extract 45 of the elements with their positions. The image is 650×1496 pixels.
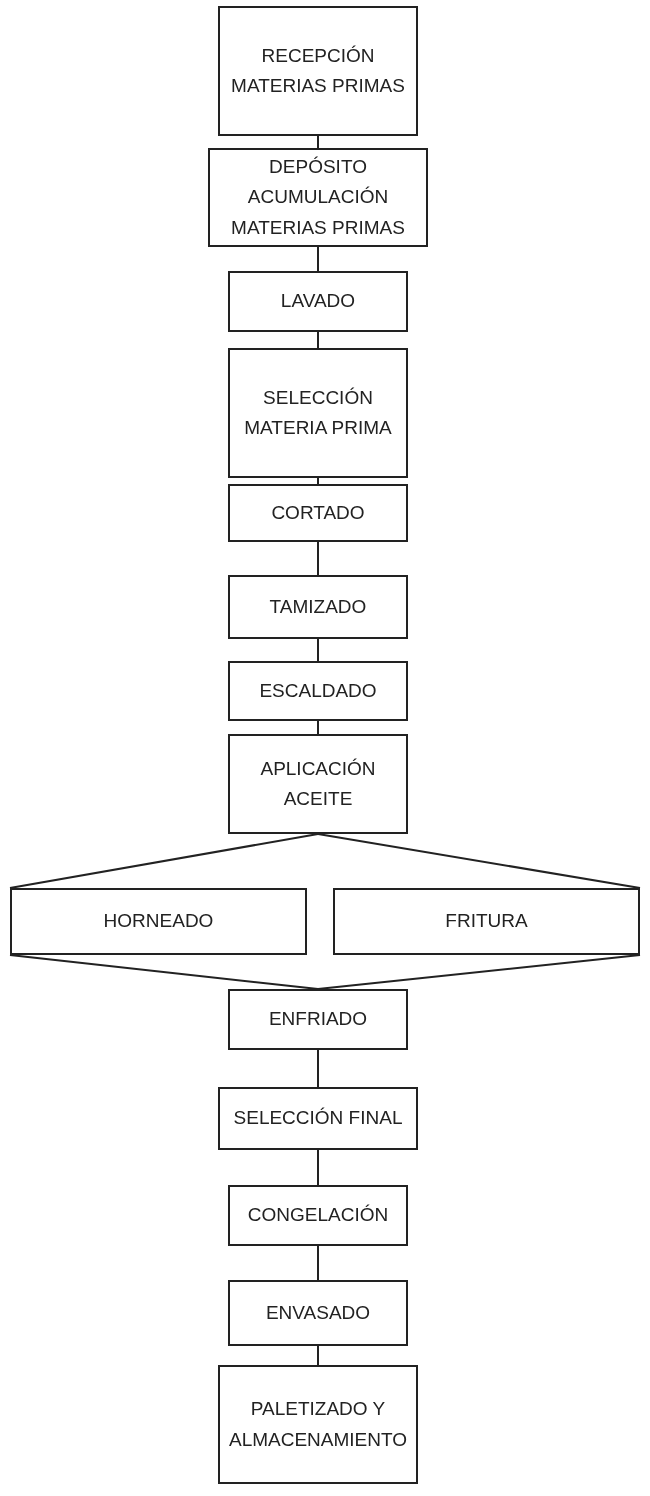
connector-line xyxy=(317,720,319,735)
process-box xyxy=(228,734,408,834)
step-label: HORNEADO xyxy=(103,909,214,934)
process-box xyxy=(228,989,408,1050)
connector-line xyxy=(317,833,641,889)
process-box xyxy=(228,348,408,478)
step-label: APLICACIÓN ACEITE xyxy=(259,756,377,811)
step-label: SELECCIÓN FINAL xyxy=(233,1106,403,1131)
connector-line xyxy=(317,1149,319,1186)
connector-line xyxy=(9,954,319,990)
connector-line xyxy=(9,833,319,889)
connector-line xyxy=(317,541,319,576)
connector-line xyxy=(317,1245,319,1281)
step-label: CONGELACIÓN xyxy=(247,1203,389,1228)
process-box xyxy=(228,484,408,542)
process-box xyxy=(218,1087,418,1150)
connector-line xyxy=(317,954,641,990)
step-label: LAVADO xyxy=(280,289,356,314)
step-label: ENVASADO xyxy=(265,1300,371,1325)
process-box xyxy=(333,888,640,955)
step-label: FRITURA xyxy=(445,909,528,934)
connector-line xyxy=(317,477,319,485)
step-label: SELECCIÓN MATERIA PRIMA xyxy=(243,385,393,440)
connector-line xyxy=(317,1049,319,1088)
step-label: CORTADO xyxy=(271,500,365,525)
process-box xyxy=(208,148,428,247)
connector-line xyxy=(317,638,319,662)
process-box xyxy=(228,661,408,721)
process-box xyxy=(228,271,408,332)
connector-line xyxy=(317,331,319,349)
step-label: TAMIZADO xyxy=(269,594,367,619)
step-label: DEPÓSITO ACUMULACIÓN MATERIAS PRIMAS xyxy=(230,154,406,240)
connector-line xyxy=(317,1345,319,1366)
process-box xyxy=(228,575,408,639)
process-box xyxy=(228,1185,408,1246)
step-label: ENFRIADO xyxy=(268,1007,368,1032)
step-label: RECEPCIÓN MATERIAS PRIMAS xyxy=(230,43,406,98)
connector-line xyxy=(317,135,319,149)
step-label: ESCALDADO xyxy=(259,678,377,703)
step-label: PALETIZADO Y ALMACENAMIENTO xyxy=(227,1397,409,1452)
process-box xyxy=(218,6,418,136)
process-box xyxy=(10,888,307,955)
connector-line xyxy=(317,246,319,272)
process-box xyxy=(228,1280,408,1346)
process-box xyxy=(218,1365,418,1484)
